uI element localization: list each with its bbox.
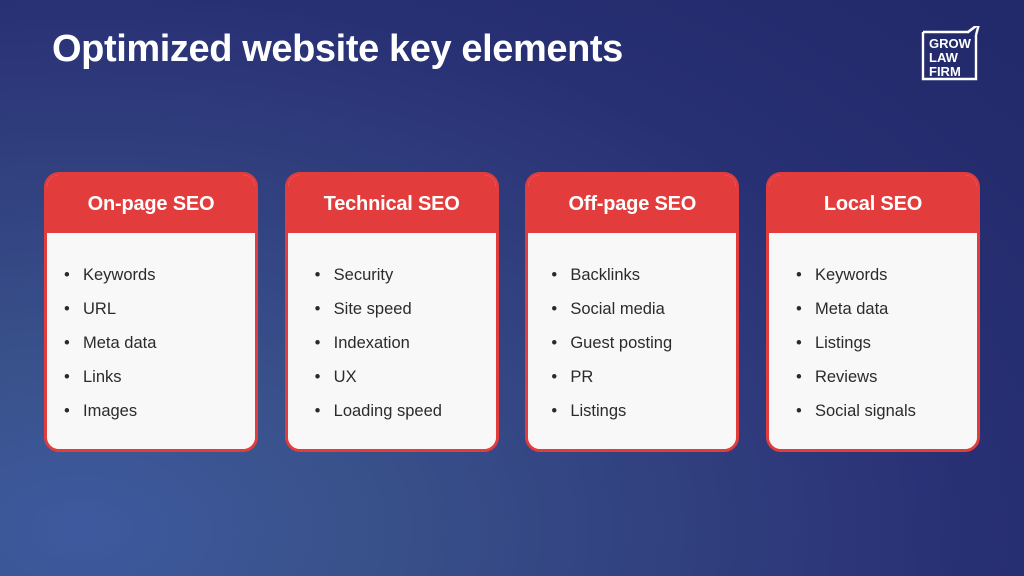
list-item: Images: [61, 394, 245, 428]
list-item: Listings: [548, 394, 726, 428]
card-body: Backlinks Social media Guest posting PR …: [528, 233, 737, 449]
list-item: Backlinks: [548, 258, 726, 292]
list-item: Security: [312, 258, 486, 292]
seo-cards-row: On-page SEO Keywords URL Meta data Links…: [44, 172, 980, 452]
card-title: On-page SEO: [47, 175, 255, 233]
card-list: Security Site speed Indexation UX Loadin…: [312, 258, 486, 428]
card-body: Security Site speed Indexation UX Loadin…: [287, 233, 496, 449]
list-item: Listings: [793, 326, 967, 360]
list-item: UX: [312, 360, 486, 394]
card-title: Technical SEO: [287, 175, 496, 233]
list-item: Site speed: [312, 292, 486, 326]
card-technical-seo: Technical SEO Security Site speed Indexa…: [284, 172, 499, 452]
card-on-page-seo: On-page SEO Keywords URL Meta data Links…: [44, 172, 258, 452]
list-item: Reviews: [793, 360, 967, 394]
card-title: Local SEO: [768, 175, 977, 233]
logo-line-2: LAW: [929, 50, 959, 65]
logo-mark-icon: GROW LAW FIRM: [921, 26, 980, 81]
logo-line-3: FIRM: [929, 64, 961, 79]
card-body: Keywords URL Meta data Links Images: [47, 233, 255, 449]
list-item: Meta data: [793, 292, 967, 326]
list-item: Keywords: [61, 258, 245, 292]
list-item: URL: [61, 292, 245, 326]
card-body: Keywords Meta data Listings Reviews Soci…: [768, 233, 977, 449]
list-item: Loading speed: [312, 394, 486, 428]
card-list: Backlinks Social media Guest posting PR …: [548, 258, 726, 428]
card-off-page-seo: Off-page SEO Backlinks Social media Gues…: [525, 172, 740, 452]
card-title: Off-page SEO: [528, 175, 737, 233]
list-item: Social signals: [793, 394, 967, 428]
list-item: PR: [548, 360, 726, 394]
card-list: Keywords URL Meta data Links Images: [61, 258, 245, 428]
list-item: Social media: [548, 292, 726, 326]
list-item: Keywords: [793, 258, 967, 292]
logo-line-1: GROW: [929, 36, 972, 51]
grow-law-firm-logo: GROW LAW FIRM: [920, 26, 982, 82]
card-local-seo: Local SEO Keywords Meta data Listings Re…: [765, 172, 980, 452]
list-item: Meta data: [61, 326, 245, 360]
list-item: Indexation: [312, 326, 486, 360]
card-list: Keywords Meta data Listings Reviews Soci…: [793, 258, 967, 428]
page-title: Optimized website key elements: [52, 28, 623, 70]
list-item: Guest posting: [548, 326, 726, 360]
list-item: Links: [61, 360, 245, 394]
